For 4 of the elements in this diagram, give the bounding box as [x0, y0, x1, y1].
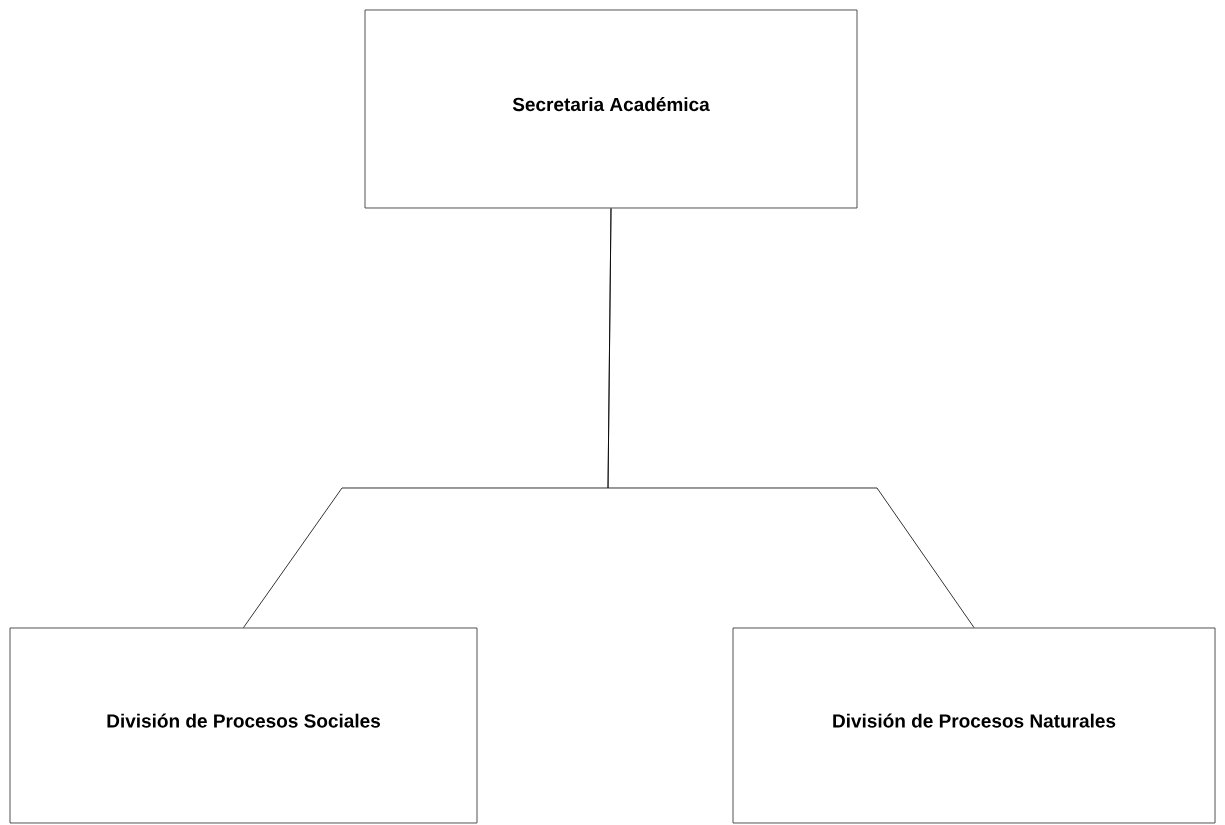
- connector-line: [607, 208, 975, 628]
- org-box: Secretaria Académica: [364, 9, 858, 209]
- org-box: División de Procesos Naturales: [732, 627, 1216, 824]
- org-box: División de Procesos Sociales: [9, 627, 478, 824]
